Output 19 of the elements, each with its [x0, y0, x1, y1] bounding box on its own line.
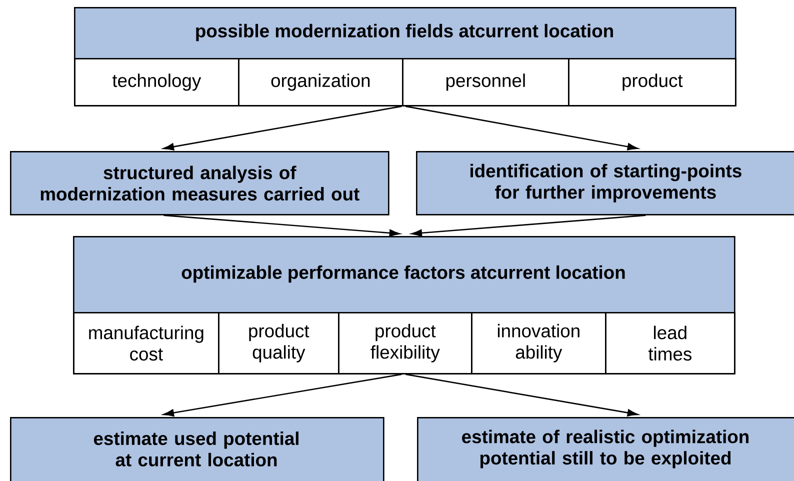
table-cell: manufacturing cost	[73, 312, 220, 374]
arrow	[163, 374, 402, 416]
arrow	[164, 214, 400, 237]
process-box: estimate used potential at current location	[10, 417, 384, 481]
process-box: structured analysis of modernization measures carried out	[10, 151, 390, 216]
arrow	[163, 106, 402, 150]
table-cell: technology	[74, 58, 240, 106]
arrow	[411, 214, 646, 237]
table-cell: lead times	[605, 312, 736, 374]
table-cell: personnel	[402, 58, 570, 106]
table-cell: innovation ability	[471, 312, 606, 374]
table-cell: product flexibility	[338, 312, 472, 374]
table-cell: product	[568, 58, 736, 106]
table-cell: organization	[238, 58, 404, 106]
arrow	[406, 106, 638, 150]
process-box: estimate of realistic optimization potential still to be exploited	[417, 417, 794, 481]
table-cell: product quality	[218, 312, 340, 374]
arrow	[406, 374, 638, 416]
process-box: identification of starting-points for further improvements	[416, 151, 794, 216]
